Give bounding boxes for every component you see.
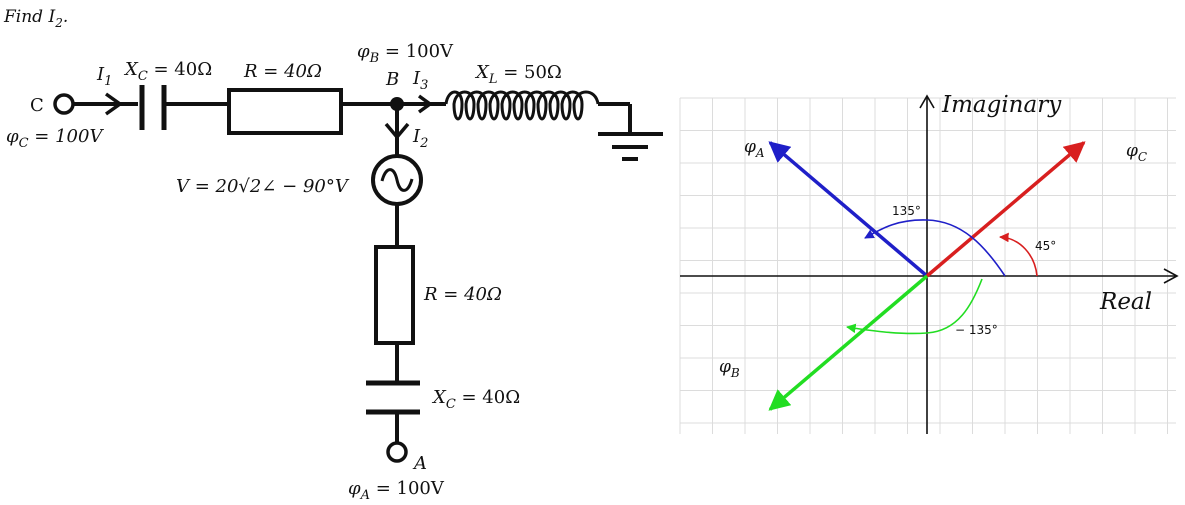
phasor-c-label: φC [1126, 141, 1147, 164]
current-i1-arrow [104, 92, 124, 116]
current-i1-label: I1 [96, 64, 112, 89]
problem-statement: Find I2. [3, 7, 68, 30]
node-b-letter: B [385, 69, 399, 90]
real-axis-arrow-icon [1163, 268, 1179, 284]
phasor-b-label: φB [719, 357, 740, 380]
resistor-top-label: R = 40Ω [243, 61, 322, 82]
ground-icon [598, 132, 663, 161]
terminal-a [386, 441, 408, 463]
angle-arc-135 [864, 219, 1006, 277]
angle-label-45: 45° [1035, 239, 1056, 253]
phasor-grid [679, 97, 1176, 434]
current-i2-label: I2 [412, 126, 428, 151]
angle-arc-minus-135 [846, 278, 983, 335]
real-axis-label: Real [1099, 289, 1152, 315]
current-i3-arrow [417, 94, 433, 114]
problem-subscript: 2 [54, 16, 63, 30]
inductor-label: XL = 50Ω [474, 62, 562, 87]
capacitor-vertical-label: XC = 40Ω [431, 387, 520, 412]
phasor-diagram: Imaginary Real φA φC φB 135° 45° − 135° [679, 92, 1179, 434]
resistor-vertical-label: R = 40Ω [423, 284, 502, 305]
imaginary-axis-arrow-icon [919, 94, 935, 109]
node-c-potential: φC = 100V [6, 126, 104, 151]
sine-wave-icon [380, 168, 414, 192]
angle-label-minus-135: − 135° [955, 323, 998, 337]
circuit-diagram: C φC = 100V I1 XC = 40Ω R = 40Ω B φB = 1… [6, 41, 663, 503]
angle-label-135: 135° [892, 204, 921, 218]
current-i3-label: I3 [412, 68, 428, 93]
node-a-potential: φA = 100V [348, 478, 445, 503]
node-c-letter: C [30, 95, 44, 116]
inductor-coil [444, 90, 600, 121]
terminal-c [53, 93, 75, 115]
phasor-a [768, 141, 929, 278]
source-label: V = 20√2∠ − 90°V [176, 176, 350, 197]
angle-arc-45 [999, 232, 1038, 277]
problem-text: Find I [3, 7, 55, 27]
node-b-potential: φB = 100V [357, 41, 454, 66]
capacitor-top-label: XC = 40Ω [123, 59, 212, 84]
resistor-vertical [374, 245, 415, 345]
phasor-a-label: φA [744, 137, 765, 160]
current-i2-arrow [384, 122, 410, 140]
resistor-top [227, 88, 343, 135]
imaginary-axis-label: Imaginary [941, 92, 1062, 118]
phasor-b [768, 274, 929, 411]
phasor-c [925, 141, 1086, 278]
node-a-letter: A [412, 453, 427, 474]
problem-period: . [63, 7, 68, 27]
